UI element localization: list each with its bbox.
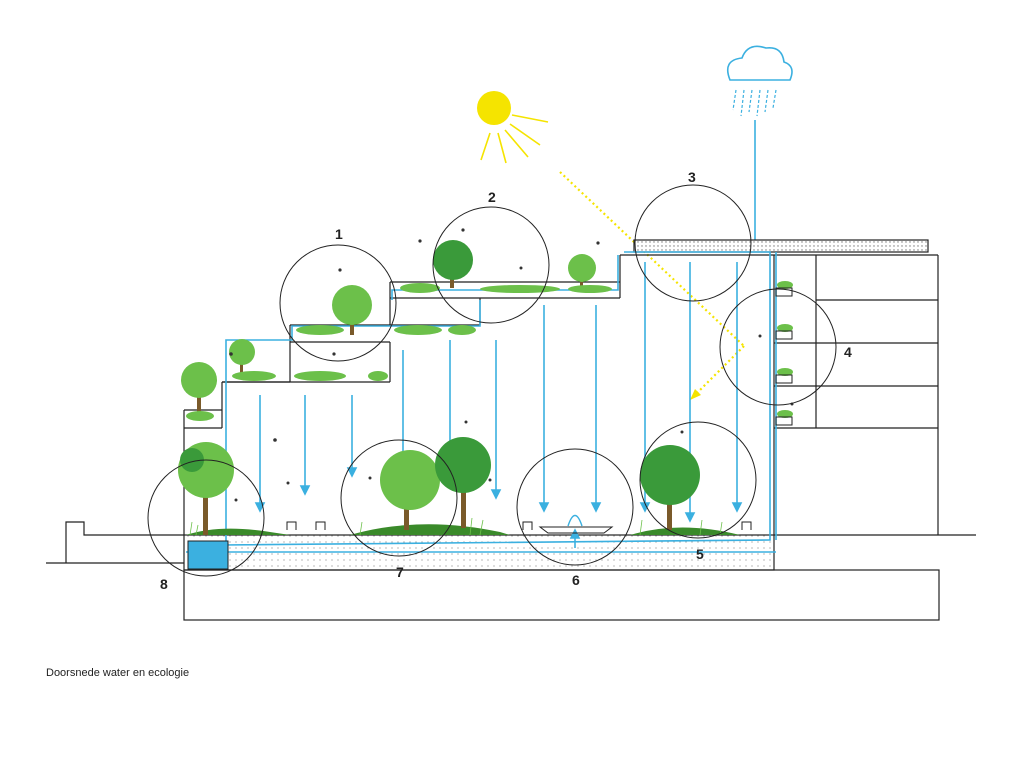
rainwater-arrows — [254, 262, 743, 548]
building-section — [46, 239, 976, 621]
tree — [332, 285, 372, 335]
trees-ground — [178, 437, 700, 535]
water-pipes — [186, 251, 777, 553]
label-5: 5 — [696, 546, 704, 562]
sunlight-ray — [559, 171, 745, 397]
water-tank — [187, 540, 229, 570]
benches — [286, 521, 752, 530]
rain-cloud-icon — [726, 45, 793, 117]
circle-4 — [719, 288, 837, 406]
tree — [181, 362, 217, 412]
circle-6 — [516, 448, 634, 566]
label-2: 2 — [488, 189, 496, 205]
circle-2 — [432, 206, 550, 324]
circle-7 — [340, 439, 458, 557]
tree — [178, 442, 234, 535]
trees-roof — [181, 240, 596, 412]
label-1: 1 — [335, 226, 343, 242]
tree — [229, 339, 255, 373]
circle-1 — [279, 244, 397, 362]
tree — [568, 254, 596, 289]
label-4: 4 — [844, 344, 852, 360]
circle-5 — [639, 421, 757, 539]
circle-3 — [634, 184, 752, 302]
tree — [435, 437, 491, 528]
sunlight-arrowhead — [690, 389, 701, 400]
sun-icon — [477, 91, 549, 164]
shrubs — [186, 281, 793, 421]
ground-vegetation — [186, 517, 740, 536]
tree — [380, 450, 440, 530]
circle-8 — [147, 459, 265, 577]
balcony-planters — [775, 287, 793, 426]
highlight-circles — [147, 184, 837, 577]
label-7: 7 — [396, 564, 404, 580]
label-6: 6 — [572, 572, 580, 588]
label-3: 3 — [688, 169, 696, 185]
pond-fountain — [538, 514, 614, 534]
tree — [433, 240, 473, 288]
label-8: 8 — [160, 576, 168, 592]
tree — [640, 445, 700, 530]
birds — [229, 228, 794, 502]
diagram-caption: Doorsnede water en ecologie — [46, 667, 190, 679]
